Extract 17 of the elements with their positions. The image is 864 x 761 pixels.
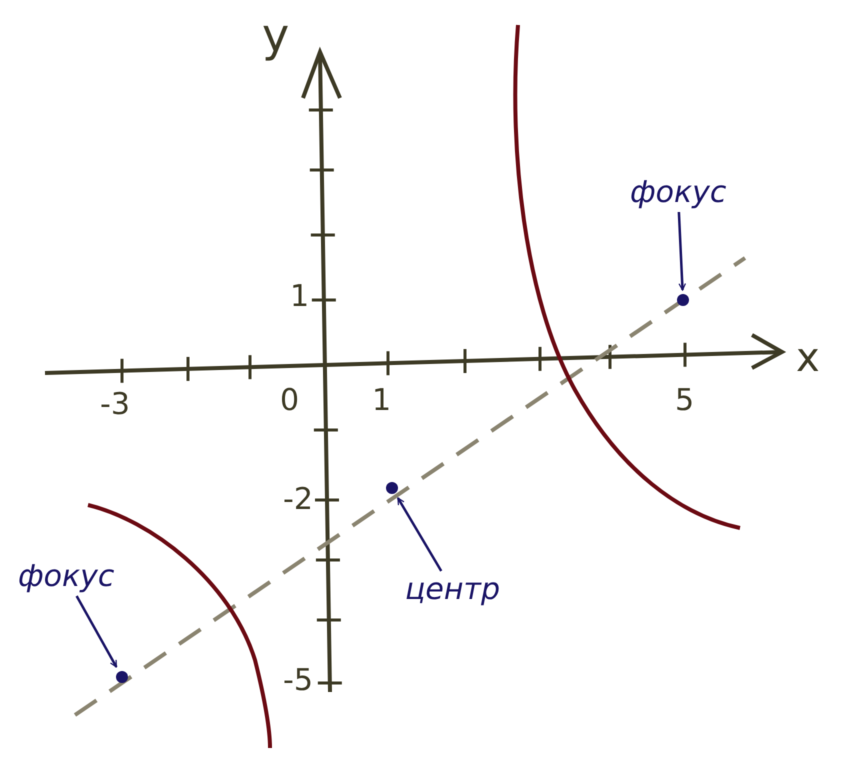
arrow xyxy=(76,595,118,668)
arrow xyxy=(678,212,686,291)
callout-text: фокус xyxy=(18,562,114,592)
callout-text: центр xyxy=(405,575,500,605)
point-marker xyxy=(386,482,398,494)
arrow xyxy=(396,497,442,572)
tick-label: 1 xyxy=(372,386,392,416)
point-marker xyxy=(677,294,689,306)
axis-label: x xyxy=(796,338,820,378)
point-marker xyxy=(116,671,128,683)
callout-text: фокус xyxy=(630,178,726,208)
tick-label: -3 xyxy=(100,390,130,420)
tick-label: -2 xyxy=(283,485,313,515)
tick-label: 1 xyxy=(290,282,310,312)
tick-label: -5 xyxy=(283,666,313,696)
tick-label: 0 xyxy=(280,386,300,416)
tick-label: 5 xyxy=(675,386,694,416)
